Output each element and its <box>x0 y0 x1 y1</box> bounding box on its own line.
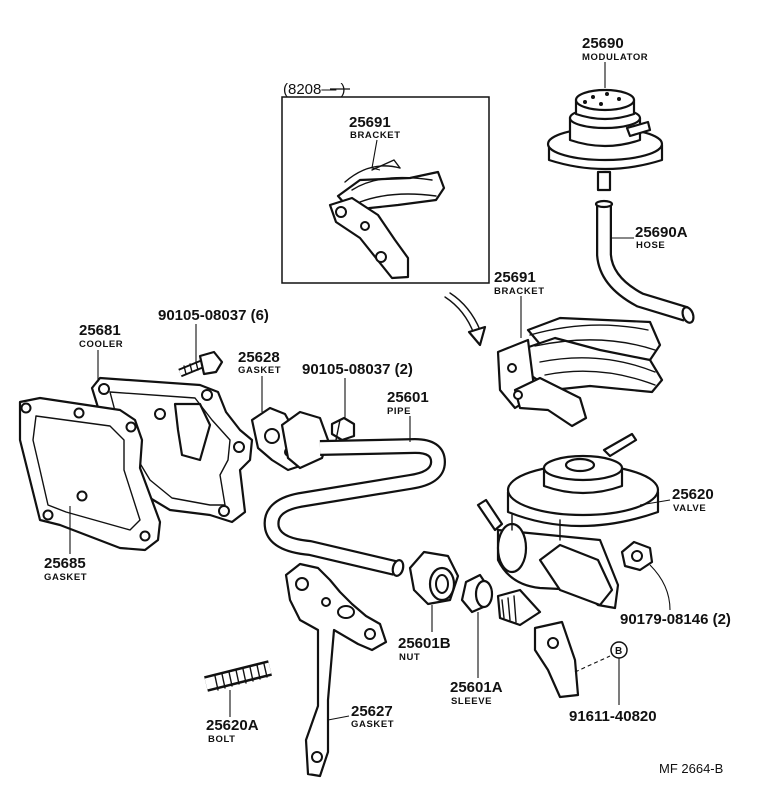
gasket-25627-name: GASKET <box>351 719 394 730</box>
gasket-25628-number: 25628 <box>238 349 280 366</box>
gasket-25685-number: 25685 <box>44 555 86 572</box>
gasket-25685-callout: 25685 GASKET <box>44 506 87 583</box>
stud-bolt-number: 25620A <box>206 717 259 734</box>
cooler-name: COOLER <box>79 339 123 350</box>
gasket-25627-number: 25627 <box>351 703 393 720</box>
bracket-callout: 25691 BRACKET <box>494 269 545 338</box>
modulator-number: 25690 <box>582 35 624 52</box>
inset-bracket-number: 25691 <box>349 114 391 131</box>
hose-name: HOSE <box>636 240 665 251</box>
modulator-callout: 25690 MODULATOR <box>582 35 648 88</box>
hose-callout: 25690A HOSE <box>612 224 688 251</box>
sleeve-callout: 25601A SLEEVE <box>450 612 503 707</box>
nut-callout: 25601B NUT <box>398 605 451 663</box>
stud-bolt-drawing <box>204 660 272 692</box>
sleeve-drawing <box>460 573 542 627</box>
inset-bracket-callout: 25691 BRACKET <box>349 114 401 171</box>
stud-bolt-callout: 25620A BOLT <box>206 690 259 745</box>
hose-number: 25690A <box>635 224 688 241</box>
bolt-b-marker-letter: B <box>615 646 623 657</box>
footer-code: MF 2664-B <box>659 761 723 776</box>
stud-bolt-name: BOLT <box>208 734 236 745</box>
bracket-drawing <box>496 316 664 428</box>
bolt-2-drawing <box>330 416 356 442</box>
bolt-6-number: 90105-08037 (6) <box>158 307 269 324</box>
gasket-25685-name: GASKET <box>44 572 87 583</box>
valve-drawing <box>476 432 660 610</box>
sleeve-name: SLEEVE <box>451 696 492 707</box>
bolt-2-callout: 90105-08037 (2) <box>302 361 413 418</box>
fastener-nut-number: 90179-08146 (2) <box>620 611 731 628</box>
gasket-25628-name: GASKET <box>238 365 281 376</box>
inset-label: (8208— ) <box>283 81 346 98</box>
fastener-nut-drawing <box>620 540 654 572</box>
bolt-b-number: 91611-40820 <box>569 708 657 725</box>
bracket-number: 25691 <box>494 269 536 286</box>
inset-box: (8208— ) <box>281 81 490 284</box>
gasket-25685-drawing <box>18 396 162 552</box>
gasket-25628-callout: 25628 GASKET <box>238 349 281 412</box>
gasket-25627-callout: 25627 GASKET <box>327 703 394 730</box>
valve-number: 25620 <box>672 486 714 503</box>
gasket-25627-drawing <box>284 562 388 778</box>
nut-number: 25601B <box>398 635 451 652</box>
valve-callout: 25620 VALVE <box>639 486 714 514</box>
nut-drawing <box>408 550 460 606</box>
hose-drawing <box>594 199 695 324</box>
pipe-name: PIPE <box>387 406 411 417</box>
pipe-callout: 25601 PIPE <box>387 389 429 442</box>
inset-bracket-name: BRACKET <box>350 130 401 141</box>
bolt-6-callout: 90105-08037 (6) <box>158 307 269 362</box>
valve-flange-drawing <box>533 620 611 699</box>
bolt-6-drawing <box>178 350 224 378</box>
bolt-b-callout: B 91611-40820 <box>569 641 657 725</box>
inset-bracket-drawing <box>328 159 446 280</box>
nut-name: NUT <box>399 652 420 663</box>
pipe-drawing <box>263 410 446 577</box>
cooler-callout: 25681 COOLER <box>79 322 123 382</box>
pipe-number: 25601 <box>387 389 429 406</box>
fastener-nut-callout: 90179-08146 (2) <box>620 564 731 628</box>
valve-name: VALVE <box>673 503 706 514</box>
modulator-name: MODULATOR <box>582 52 648 63</box>
modulator-drawing <box>546 88 664 192</box>
cooler-number: 25681 <box>79 322 121 339</box>
sleeve-number: 25601A <box>450 679 503 696</box>
inset-arrow <box>444 292 487 347</box>
bracket-name: BRACKET <box>494 286 545 297</box>
bolt-2-number: 90105-08037 (2) <box>302 361 413 378</box>
